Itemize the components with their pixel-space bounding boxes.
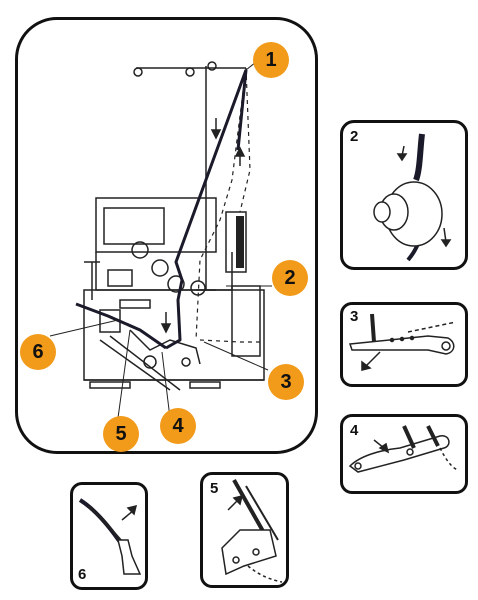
panel-3-frame bbox=[340, 302, 468, 387]
panel-4-label: 4 bbox=[350, 422, 359, 439]
panel-2-frame bbox=[340, 120, 468, 270]
callout-badge-2: 2 bbox=[272, 260, 308, 296]
main-diagram-frame bbox=[15, 17, 318, 454]
panel-3-label: 3 bbox=[350, 308, 359, 325]
callout-badge-3: 3 bbox=[268, 364, 304, 400]
panel-4-frame bbox=[340, 414, 468, 494]
panel-6-label: 6 bbox=[78, 566, 87, 583]
panel-5-label: 5 bbox=[210, 480, 219, 497]
callout-badge-1: 1 bbox=[253, 42, 289, 78]
panel-2-label: 2 bbox=[350, 128, 359, 145]
callout-lines bbox=[49, 61, 272, 419]
direction-arrows bbox=[160, 118, 246, 334]
thread-path-dashed bbox=[195, 67, 300, 343]
callout-badge-4: 4 bbox=[160, 408, 196, 444]
callout-badge-6: 6 bbox=[20, 334, 56, 370]
thread-cone bbox=[225, 211, 247, 273]
machine-body bbox=[83, 197, 265, 391]
thread-path bbox=[75, 69, 248, 350]
callout-badge-5: 5 bbox=[103, 416, 139, 452]
